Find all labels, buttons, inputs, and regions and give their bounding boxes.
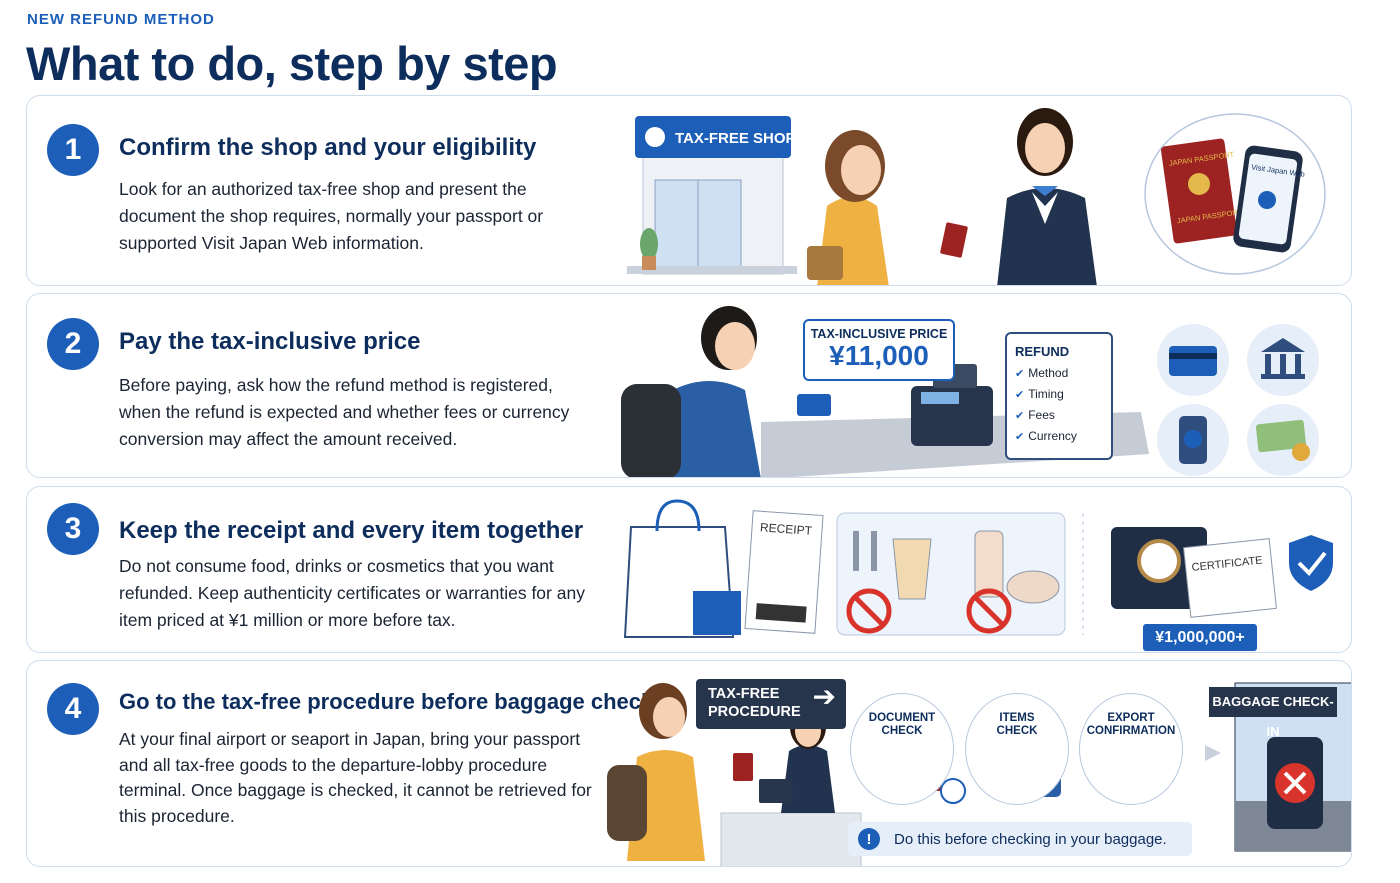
- step-title: Confirm the shop and your eligibility: [119, 134, 537, 161]
- baggage-checkin-sign: BAGGAGE CHECK-IN: [1209, 687, 1337, 739]
- step-title: Go to the tax-free procedure before bagg…: [119, 689, 681, 714]
- refund-checklist-item: Timing: [1015, 384, 1103, 405]
- no-entry-icon: [846, 588, 892, 634]
- no-entry-icon: [966, 588, 1012, 634]
- flow-step-label: DOCUMENT: [868, 712, 936, 724]
- certificate-icon: CERTIFICATE: [1183, 538, 1277, 618]
- step-title: Pay the tax-inclusive price: [119, 328, 421, 355]
- step-title: Keep the receipt and every item together: [119, 517, 584, 544]
- flow-step-items-check: ITEMS CHECK: [965, 693, 1069, 805]
- notice-text: Do this before checking in your baggage.: [894, 830, 1167, 848]
- watch-box-icon: [1111, 527, 1207, 609]
- flow-step-label: CHECK: [881, 725, 923, 737]
- procedure-counter: [720, 705, 862, 866]
- step-number-badge: 2: [47, 318, 99, 370]
- flow-step-document-check: DOCUMENT CHECK: [850, 693, 954, 805]
- flow-step-label: EXPORT: [1107, 712, 1155, 724]
- payment-illustration: [621, 306, 1319, 477]
- price-label: TAX-INCLUSIVE PRICE: [810, 327, 948, 341]
- receipt-icon: RECEIPT: [744, 510, 824, 634]
- food-drink-icon: [853, 531, 932, 600]
- step-2-card: 2 Pay the tax-inclusive price Before pay…: [26, 293, 1352, 478]
- bank-icon: [1247, 324, 1319, 396]
- high-value-price-tag: ¥1,000,000+: [1143, 624, 1257, 651]
- step-description: Before paying, ask how the refund method…: [119, 375, 570, 449]
- page-title: What to do, step by step: [26, 37, 558, 90]
- info-exclamation-icon: !: [858, 828, 880, 850]
- credit-card-icon: [1157, 324, 1229, 396]
- step-number-badge: 1: [47, 124, 99, 176]
- refund-checklist-item: Method: [1015, 363, 1103, 384]
- flow-step-label: ITEMS: [999, 712, 1035, 724]
- procedure-sign-line: TAX-FREE: [708, 686, 780, 702]
- shopper-figure: [621, 306, 831, 477]
- passport-icon: JAPAN PASSPORT JAPAN PASSPORT: [1161, 138, 1243, 244]
- shield-check-icon: [1289, 535, 1333, 591]
- document-options-bubble: JAPAN PASSPORT JAPAN PASSPORT Visit Japa…: [1144, 113, 1326, 275]
- tax-free-procedure-sign: TAX-FREE PROCEDURE ➔: [696, 679, 846, 729]
- refund-checklist-item: Currency: [1015, 426, 1103, 447]
- procedure-sign-line: PROCEDURE: [708, 704, 801, 720]
- shop-eligibility-illustration: TAX-FREE SHOP JAPAN PASS: [627, 108, 1326, 285]
- step-3-card: 3 Keep the receipt and every item togeth…: [26, 486, 1352, 653]
- no-consume-panel: [836, 512, 1066, 636]
- traveler-figure: [607, 683, 753, 861]
- tax-free-shop-icon: TAX-FREE SHOP: [627, 116, 797, 275]
- receipt-items-illustration: RECEIPT: [623, 499, 1333, 638]
- refund-checklist-title: REFUND: [1015, 344, 1070, 359]
- shop-clerk-figure: [997, 108, 1097, 285]
- flow-step-label: CONFIRMATION: [1086, 725, 1176, 737]
- cosmetics-icon: [974, 530, 1060, 604]
- tax-inclusive-price-tag: TAX-INCLUSIVE PRICE ¥11,000: [803, 319, 955, 381]
- step-description: Do not consume food, drinks or cosmetics…: [119, 556, 585, 630]
- price-amount: ¥11,000: [829, 340, 929, 371]
- refund-checklist-item: Fees: [1015, 405, 1103, 426]
- eyebrow-label: NEW REFUND METHOD: [27, 11, 215, 28]
- cash-icon: [1247, 404, 1319, 476]
- step-4-card: 4 Go to the tax-free procedure before ba…: [26, 660, 1352, 867]
- step-description: At your final airport or seaport in Japa…: [119, 729, 592, 826]
- cross-icon: [1275, 763, 1315, 803]
- flow-step-label: CHECK: [996, 725, 1038, 737]
- traveler-figure: [807, 130, 968, 285]
- step-number-badge: 3: [47, 503, 99, 555]
- step-1-card: 1 Confirm the shop and your eligibility …: [26, 95, 1352, 286]
- phone-visit-japan-icon: Visit Japan Web: [1233, 145, 1305, 253]
- arrow-right-icon: [1205, 745, 1221, 761]
- shop-sign-text: TAX-FREE SHOP: [675, 130, 796, 147]
- flow-step-export-confirmation: EXPORT CONFIRMATION: [1079, 693, 1183, 805]
- arrow-right-icon: ➔: [812, 681, 836, 712]
- shopping-bag-icon: [623, 499, 741, 638]
- step-number-badge: 4: [47, 683, 99, 735]
- receipt-label: RECEIPT: [760, 520, 814, 538]
- refund-checklist-card: REFUND Method Timing Fees Currency: [1005, 332, 1113, 460]
- step-description: Look for an authorized tax-free shop and…: [119, 179, 544, 253]
- baggage-notice: ! Do this before checking in your baggag…: [848, 822, 1192, 856]
- mobile-yen-icon: [1157, 404, 1229, 476]
